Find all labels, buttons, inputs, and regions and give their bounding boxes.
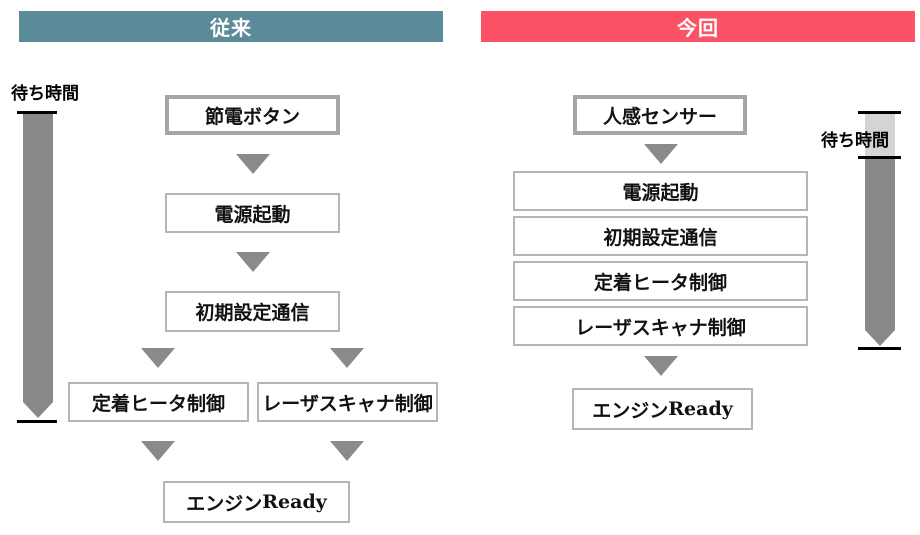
down-arrow-icon <box>236 154 270 174</box>
engine-ready-label-jp: エンジン <box>592 400 669 422</box>
right-wait-time-label: 待ち時間 <box>821 131 889 150</box>
left-branch-box-fuser-heater: 定着ヒータ制御 <box>68 382 249 422</box>
left-branch-box-laser-scanner: レーザスキャナ制御 <box>257 382 438 422</box>
down-arrow-icon <box>141 441 175 461</box>
left-wait-top-tick <box>17 111 57 114</box>
left-wait-time-bar <box>23 113 53 418</box>
right-wait-top-tick <box>858 111 901 114</box>
right-step-box-initial-setup: 初期設定通信 <box>513 216 808 256</box>
engine-ready-label-jp: エンジン <box>186 493 263 515</box>
left-wait-time-label: 待ち時間 <box>11 84 79 103</box>
right-wait-bottom-tick <box>858 347 901 350</box>
right-step-box-fuser-heater: 定着ヒータ制御 <box>513 261 808 301</box>
left-trigger-box-power-save-button: 節電ボタン <box>165 95 340 135</box>
engine-ready-label-latin: Ready <box>262 491 327 513</box>
down-arrow-icon <box>330 348 364 368</box>
conventional-header: 従来 <box>19 11 443 42</box>
left-wait-bottom-tick <box>17 420 57 423</box>
down-arrow-icon <box>644 356 678 376</box>
right-trigger-box-human-sensor: 人感センサー <box>573 95 747 135</box>
down-arrow-icon <box>330 441 364 461</box>
down-arrow-icon <box>141 348 175 368</box>
right-wait-time-bar <box>865 159 895 346</box>
left-step-box-initial-setup: 初期設定通信 <box>165 291 340 332</box>
right-wait-saved-bar <box>865 113 895 157</box>
down-arrow-icon <box>644 144 678 164</box>
left-step-box-power-on: 電源起動 <box>165 193 340 233</box>
down-arrow-icon <box>236 252 270 272</box>
engine-ready-label-latin: Ready <box>668 398 733 420</box>
right-step-box-laser-scanner: レーザスキャナ制御 <box>513 306 808 346</box>
current-header: 今回 <box>481 11 915 42</box>
right-wait-middle-tick <box>858 156 901 159</box>
right-step-box-power-on: 電源起動 <box>513 171 808 211</box>
